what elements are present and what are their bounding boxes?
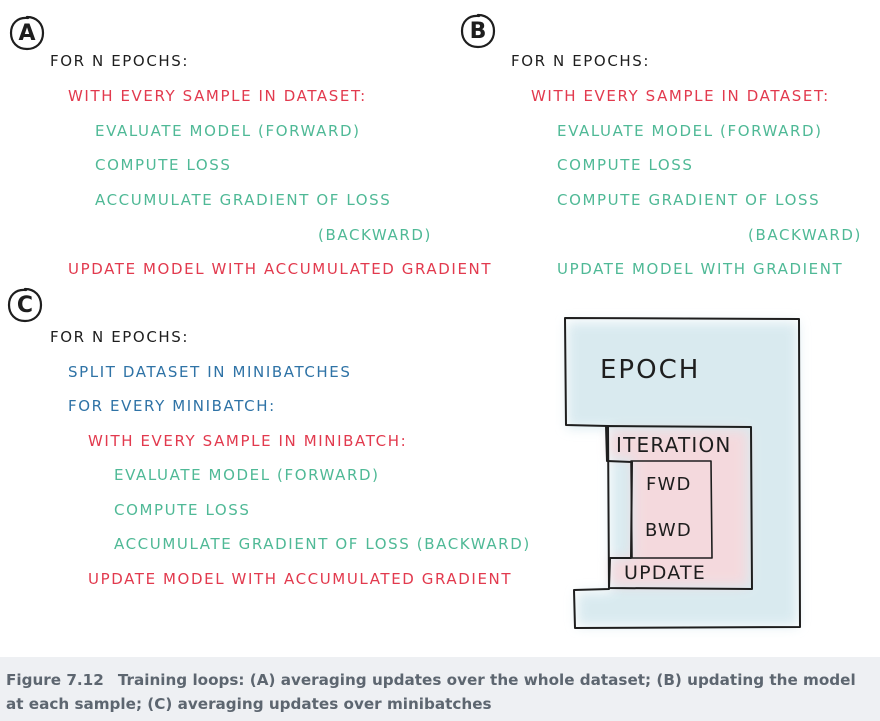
nested-loop-diagram (564, 317, 801, 629)
panel-c-line-7: ACCUMULATE GRADIENT OF LOSS (BACKWARD) (114, 535, 531, 553)
iteration-outline (605, 425, 753, 590)
bwd-label: BWD (645, 520, 692, 541)
panel-a-line-6: (BACKWARD) (318, 226, 433, 244)
panel-c-line-4: WITH EVERY SAMPLE IN MINIBATCH: (88, 432, 408, 450)
panel-b-label: B (459, 12, 497, 50)
epoch-label: EPOCH (600, 355, 701, 385)
panel-a-line-2: WITH EVERY SAMPLE IN DATASET: (68, 87, 367, 105)
panel-c-line-6: COMPUTE LOSS (114, 501, 251, 519)
update-label: UPDATE (624, 562, 706, 584)
iteration-fill (610, 430, 748, 586)
panel-a-line-3: EVALUATE MODEL (FORWARD) (95, 122, 361, 140)
panel-b-line-6: (BACKWARD) (748, 226, 863, 244)
panel-c-line-5: EVALUATE MODEL (FORWARD) (114, 466, 380, 484)
panel-c-label: C (6, 286, 44, 324)
caption-text: Training loops: (A) averaging updates ov… (6, 671, 856, 713)
panel-a-line-7: UPDATE MODEL WITH ACCUMULATED GRADIENT (68, 260, 493, 278)
iteration-label: ITERATION (616, 433, 732, 457)
epoch-outline (564, 317, 801, 629)
circle-icon (460, 13, 496, 49)
panel-b-line-5: COMPUTE GRADIENT OF LOSS (557, 191, 821, 209)
circle-icon (7, 287, 43, 323)
panel-b-line-4: COMPUTE LOSS (557, 156, 694, 174)
panel-a-line-4: COMPUTE LOSS (95, 156, 232, 174)
panel-c-line-3: FOR EVERY MINIBATCH: (68, 397, 276, 415)
panel-b-line-3: EVALUATE MODEL (FORWARD) (557, 122, 823, 140)
panel-b-line-7: UPDATE MODEL WITH GRADIENT (557, 260, 844, 278)
fwd-bwd-outline (630, 460, 713, 559)
panel-a-line-5: ACCUMULATE GRADIENT OF LOSS (95, 191, 392, 209)
panel-c-line-2: SPLIT DATASET IN MINIBATCHES (68, 363, 352, 381)
panel-a-label: A (8, 14, 46, 52)
circle-icon (9, 15, 45, 51)
panel-c-line-8: UPDATE MODEL WITH ACCUMULATED GRADIENT (88, 570, 513, 588)
panel-b-line-2: WITH EVERY SAMPLE IN DATASET: (531, 87, 830, 105)
figure-number: Figure 7.12 (6, 671, 104, 689)
fwd-label: FWD (646, 474, 692, 495)
panel-b-line-1: FOR N EPOCHS: (511, 52, 651, 70)
panel-c-line-1: FOR N EPOCHS: (50, 328, 190, 346)
panel-a-line-1: FOR N EPOCHS: (50, 52, 190, 70)
